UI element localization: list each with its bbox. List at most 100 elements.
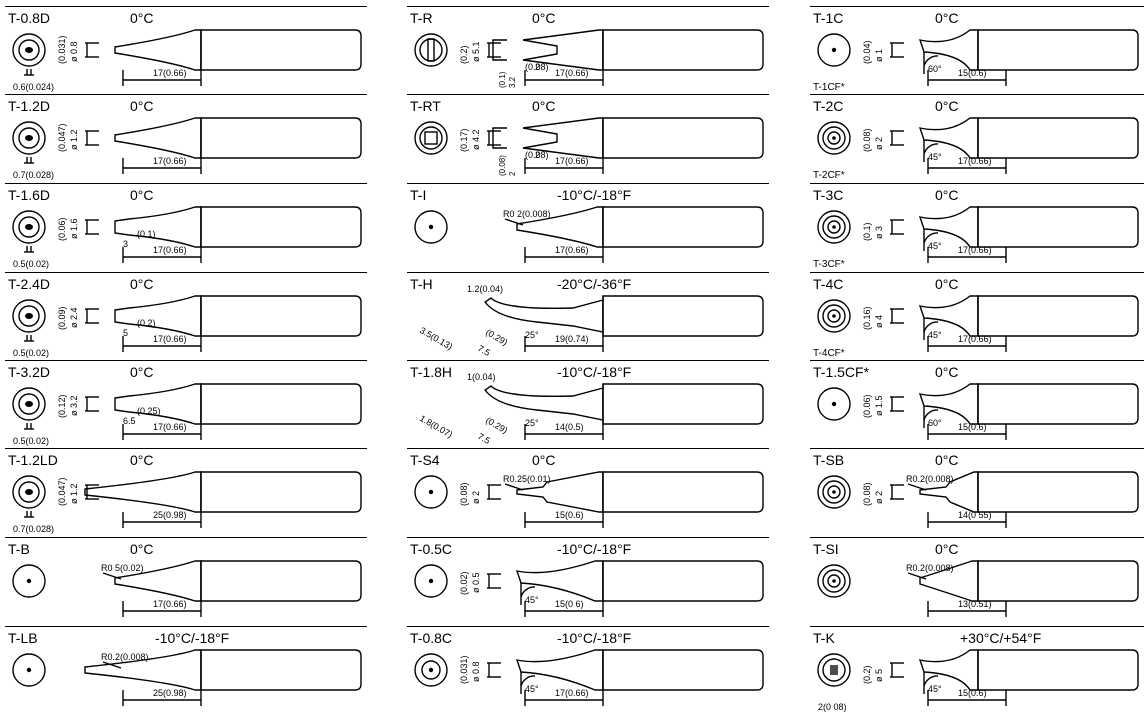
tip-drawing: (0.09)ø 2.40.5(0.02)17(0.66)5(0.2) <box>12 295 362 358</box>
sub-dimension-label: (0.1) <box>137 229 156 239</box>
radius-label: R0 5(0.02) <box>101 563 144 573</box>
tip-body <box>602 383 764 425</box>
tip-body <box>977 117 1139 159</box>
tip-body <box>602 471 764 513</box>
tip-drawing: (0.031)ø 0.817(0.66)45° <box>414 649 764 706</box>
tip-body <box>602 206 764 248</box>
row-divider <box>810 360 1144 361</box>
angle-label: 60° <box>928 64 942 74</box>
tip-face-icon <box>12 387 46 430</box>
row-divider <box>810 6 1144 7</box>
diameter-mm-label: ø 1.5 <box>874 395 884 416</box>
small-dimension-label: 3.2 <box>508 76 517 88</box>
temperature-offset: 0°C <box>130 10 154 26</box>
tip-face-icon <box>414 210 448 244</box>
row-divider <box>407 360 769 361</box>
width-label: 0.6(0.024) <box>13 82 54 92</box>
tip-drawing: (0.08)ø 215(0.6)R0.25(0.01) <box>414 471 764 528</box>
tip-body <box>200 117 362 159</box>
tip-drawing: (0.16)ø 417(0.66)45°T-4CF* <box>813 295 1139 359</box>
diameter-inch-label: (0.1) <box>862 222 872 241</box>
side-dimension-label: 3.5(0.13) <box>418 325 454 352</box>
length-label: 17(0.66) <box>555 688 589 698</box>
temperature-offset: +30°C/+54°F <box>960 630 1042 646</box>
row-divider <box>5 272 367 273</box>
tip-drawing: (0.02)ø 0.515(0 6)45° <box>414 560 764 617</box>
radius-label: R0.2(0.008) <box>906 474 954 484</box>
small-dimension-label: (0.1) <box>498 71 507 88</box>
angle-label: 45° <box>928 152 942 162</box>
tip-drawing: 17(0.66)R0 2(0.008) <box>414 206 764 263</box>
tip-face-icon <box>12 653 46 687</box>
angle-label: 25° <box>525 418 539 428</box>
diameter-mm-label: ø 1.2 <box>69 483 79 504</box>
tip-face-icon <box>817 121 851 155</box>
angle-length-label: 7.5 <box>476 343 492 358</box>
tip-shape <box>483 297 604 333</box>
diameter-mm-label: ø 1.6 <box>69 218 79 239</box>
tip-body <box>602 29 764 71</box>
tip-shape <box>483 385 604 421</box>
row-divider <box>407 94 769 95</box>
diameter-mm-label: ø 2 <box>471 491 481 504</box>
length-label: 25(0.98) <box>153 688 187 698</box>
tip-face-icon <box>12 121 46 164</box>
length-label: 17(0.66) <box>153 68 187 78</box>
tip-drawing: (0.06)ø 1.515(0.6)60° <box>817 383 1139 440</box>
tip-shape <box>918 206 979 251</box>
length-label: 17(0.66) <box>555 68 589 78</box>
radius-label: R0 2(0.008) <box>503 209 551 219</box>
length-label: 15(0.6) <box>555 510 584 520</box>
tip-face-icon <box>817 210 851 244</box>
diameter-inch-label: (0.12) <box>57 394 67 418</box>
diameter-inch-label: (0.031) <box>459 655 469 684</box>
tip-drawing: (0.06)ø 1.60.5(0.02)17(0.66)3(0.1) <box>12 206 362 269</box>
top-dimension-label: 1(0.04) <box>467 372 496 382</box>
temperature-offset: -10°C/-18°F <box>557 630 632 646</box>
sub-dimension-label: (0.2) <box>137 318 156 328</box>
temperature-offset: 0°C <box>935 541 959 557</box>
diameter-inch-label: (0.02) <box>459 571 469 595</box>
tip-model-name: T-2C <box>813 98 844 114</box>
tip-face-icon <box>817 564 851 598</box>
tip-model-name: T-B <box>8 541 30 557</box>
tip-drawing: (0.17)ø 4.217(0.66)(0.08)(0.08)22 <box>414 117 764 176</box>
tip-shape <box>492 29 604 71</box>
row-divider <box>810 94 1144 95</box>
temperature-offset: 0°C <box>532 98 556 114</box>
temperature-offset: -10°C/-18°F <box>557 541 632 557</box>
tip-body <box>200 29 362 71</box>
tip-drawing: (0.04)ø 115(0.6)60°T-1CF* <box>813 29 1139 93</box>
angle-label: 45° <box>525 684 539 694</box>
sub-dimension-label: (0.08) <box>525 150 549 160</box>
diameter-inch-label: (0.04) <box>862 40 872 64</box>
row-divider <box>407 626 769 627</box>
temperature-offset: 0°C <box>532 452 556 468</box>
tip-drawing: (0.2)ø 52(0 08)15(0.6)45° <box>817 649 1139 712</box>
tip-face-icon <box>817 299 851 333</box>
tip-drawing: (0.2)ø 5.117(0.66)(0.08)(0.1)3.22 <box>414 29 764 88</box>
alternate-model-label: T-1CF* <box>813 82 845 93</box>
temperature-offset: 0°C <box>130 187 154 203</box>
length-label: 19(0.74) <box>555 334 589 344</box>
tip-drawing: (0.031)ø 0.80.6(0.024)17(0.66) <box>12 29 362 92</box>
length-label: 17(0.66) <box>958 245 992 255</box>
sub-dimension-label: (0.25) <box>137 406 161 416</box>
small-dimension-label: 2 <box>535 150 540 160</box>
angle-label: 60° <box>928 418 942 428</box>
tip-model-name: T-1.2D <box>8 98 51 114</box>
temperature-offset: -10°C/-18°F <box>557 364 632 380</box>
diameter-inch-label: (0.06) <box>862 394 872 418</box>
tip-face-icon <box>12 33 46 76</box>
tip-model-name: T-3.2D <box>8 364 51 380</box>
tip-drawing: (0.12)ø 3.20.5(0.02)17(0.66)6.5(0.25) <box>12 383 362 446</box>
